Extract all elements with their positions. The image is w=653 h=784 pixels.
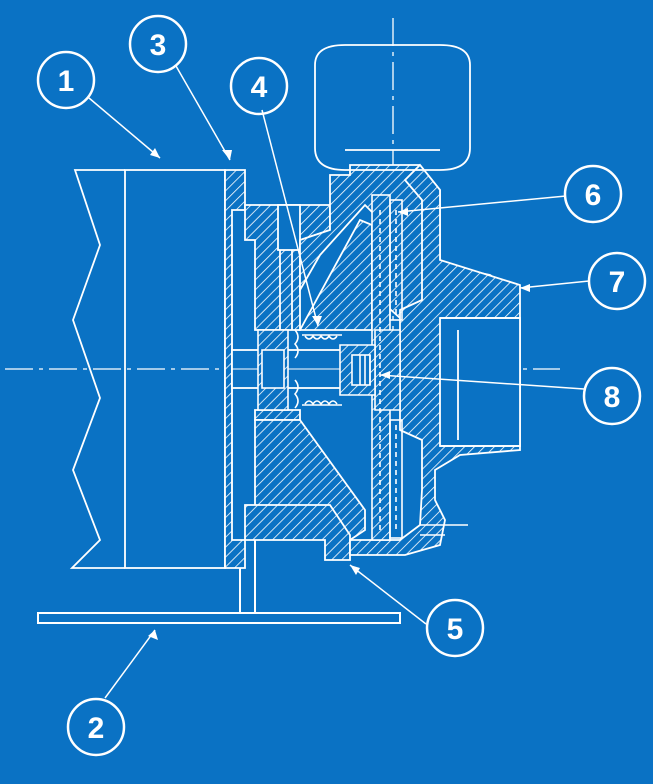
base-plate xyxy=(37,535,401,624)
callout-1: 1 xyxy=(36,50,96,110)
callout-label: 5 xyxy=(447,613,464,646)
casing-bolt xyxy=(420,524,468,536)
shaft xyxy=(231,349,353,389)
impeller xyxy=(371,194,403,541)
callout-2: 2 xyxy=(66,697,126,757)
callout-label: 2 xyxy=(88,712,105,745)
callout-label: 4 xyxy=(251,71,268,104)
callout-label: 1 xyxy=(58,65,75,98)
callout-7: 7 xyxy=(587,251,647,311)
callout-4: 4 xyxy=(229,56,289,116)
leader-arrowheads xyxy=(148,148,530,640)
mechanical-seal xyxy=(257,329,342,411)
callout-6: 6 xyxy=(563,164,623,224)
callout-label: 7 xyxy=(609,266,626,299)
callout-circle xyxy=(66,697,126,757)
callout-circle xyxy=(128,14,188,74)
callout-5: 5 xyxy=(425,598,485,658)
callout-8: 8 xyxy=(582,366,642,426)
callout-circle xyxy=(36,50,96,110)
callout-circle xyxy=(563,164,623,224)
terminal-box xyxy=(314,44,471,171)
casing-lower xyxy=(244,419,366,561)
callout-3: 3 xyxy=(128,14,188,74)
callout-circle xyxy=(582,366,642,426)
callout-label: 3 xyxy=(150,29,167,62)
leader-lines xyxy=(88,65,590,699)
callout-label: 6 xyxy=(585,179,602,212)
impeller-nut xyxy=(339,344,376,396)
callout-circle xyxy=(587,251,647,311)
callout-circle xyxy=(229,56,289,116)
callout-label: 8 xyxy=(604,381,621,414)
callout-circle xyxy=(425,598,485,658)
